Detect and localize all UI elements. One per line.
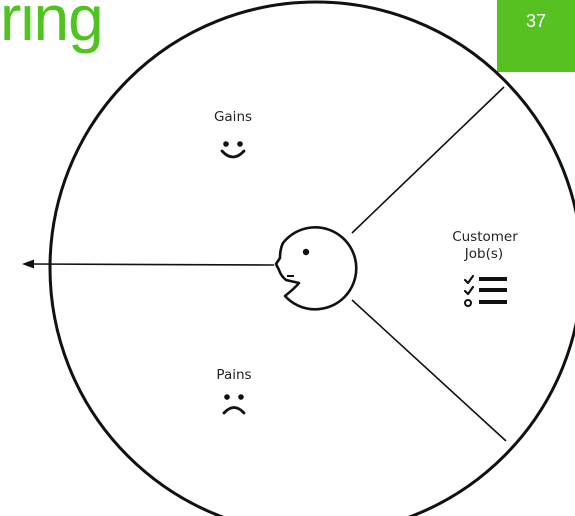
customer-head-icon [276, 227, 356, 309]
divider-line-bottom-right [352, 300, 506, 441]
arrow-left-icon [22, 260, 34, 269]
checklist-icon [465, 276, 507, 306]
divider-line-top-right [352, 87, 504, 233]
frowny-face-icon [224, 394, 244, 413]
smiley-face-icon [222, 141, 244, 157]
customer-jobs-label-line2: Job(s) [464, 246, 503, 262]
gains-label: Gains [214, 109, 252, 125]
pains-label: Pains [216, 367, 251, 383]
customer-jobs-label-line1: Customer [452, 229, 518, 245]
divider-line-left [32, 264, 274, 265]
